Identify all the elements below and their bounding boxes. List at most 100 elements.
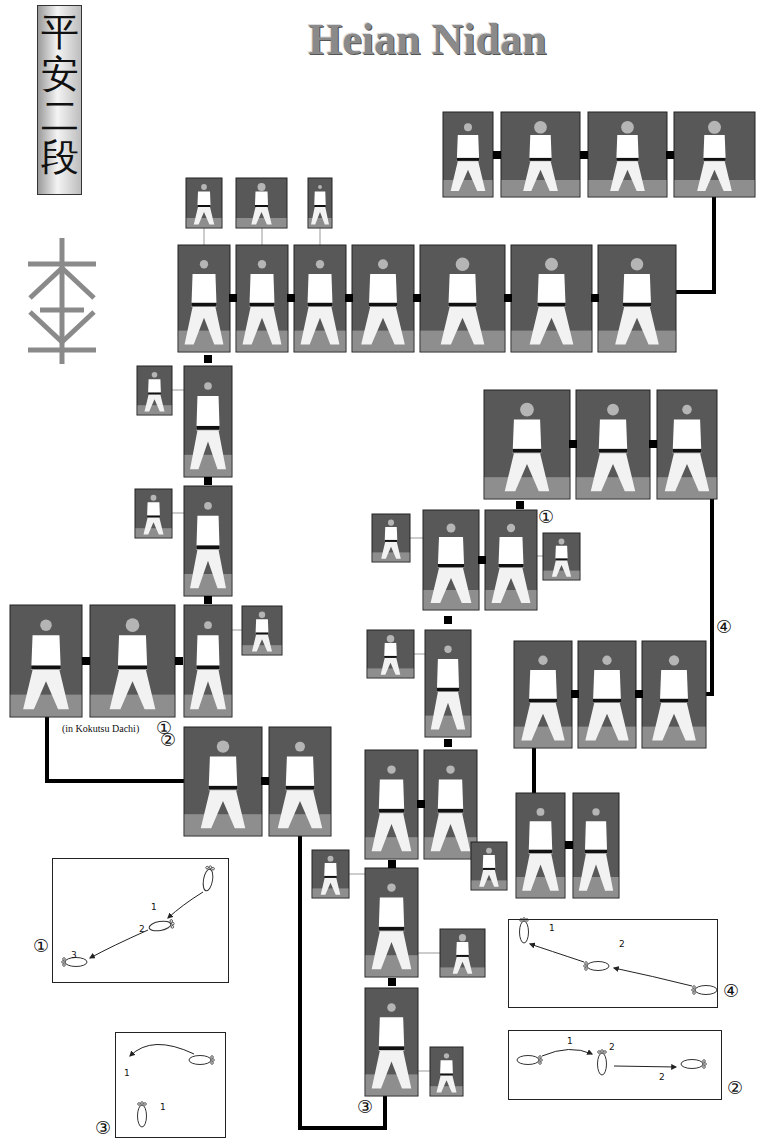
kata-photo	[294, 245, 346, 352]
leader-line	[204, 228, 205, 245]
step-arrow	[614, 1066, 676, 1067]
joint-square	[261, 777, 269, 785]
joint-square	[569, 440, 577, 448]
kata-photo	[184, 486, 232, 596]
callout-number: ③	[357, 1098, 373, 1116]
kata-photo	[424, 750, 477, 859]
step-arrow	[90, 930, 148, 958]
leader-line	[410, 538, 423, 539]
footwork-box: ②122	[508, 1030, 722, 1100]
kata-photo	[184, 605, 232, 717]
kata-photo	[269, 727, 331, 836]
sequence-line	[676, 197, 714, 292]
joint-square	[229, 294, 237, 302]
callout-number: ③	[95, 1119, 111, 1137]
joint-square	[175, 657, 183, 665]
footprint	[520, 918, 529, 943]
joint-square	[666, 151, 674, 159]
joint-square	[493, 151, 501, 159]
step-arrow	[542, 1049, 592, 1056]
joint-square	[287, 294, 295, 302]
step-arrow	[130, 1044, 194, 1056]
step-arrow	[530, 944, 584, 962]
joint-square	[635, 690, 643, 698]
kata-photo	[423, 510, 479, 610]
leader-line	[262, 228, 263, 245]
sequence-line	[47, 717, 184, 781]
step-arrow	[614, 968, 692, 986]
step-number: 2	[659, 1073, 665, 1082]
leader-line	[414, 654, 425, 655]
joint-square	[204, 355, 212, 363]
leader-line	[349, 874, 365, 875]
kata-photo	[543, 533, 580, 580]
joint-square	[478, 556, 486, 564]
kata-photo	[516, 793, 565, 898]
joint-squares	[82, 151, 674, 986]
leader-line	[418, 953, 440, 954]
kata-photo	[352, 245, 414, 352]
footprint	[598, 1050, 607, 1075]
kata-photo	[135, 489, 172, 538]
step-number: 1	[160, 1103, 166, 1112]
kata-photo	[236, 245, 288, 352]
kata-photo	[10, 605, 82, 717]
kanji-title: 平安二段	[41, 12, 79, 179]
kata-photo	[642, 641, 706, 748]
joint-square	[82, 657, 90, 665]
joint-square	[591, 294, 599, 302]
step-number: 1	[567, 1037, 573, 1046]
step-number: 3	[71, 951, 77, 960]
leader-line	[537, 556, 543, 557]
kata-photo	[674, 112, 755, 197]
sequence-line	[706, 499, 712, 694]
footprint	[189, 1056, 214, 1065]
kata-photo	[236, 178, 287, 228]
embusen-symbol	[28, 238, 96, 364]
kata-photo	[365, 750, 418, 859]
joint-square	[516, 501, 524, 509]
callout-number: ④	[723, 982, 739, 1000]
kata-photo	[420, 245, 505, 352]
joint-square	[388, 860, 396, 868]
kata-photo	[425, 630, 471, 737]
joint-square	[649, 440, 657, 448]
kata-photo	[501, 112, 580, 197]
kata-photo	[365, 868, 418, 977]
kata-photo	[588, 112, 667, 197]
callout-number: ④	[716, 618, 732, 636]
joint-square	[345, 294, 353, 302]
footprint	[138, 1102, 147, 1127]
kata-photo	[443, 112, 493, 197]
sequence-lines	[47, 197, 714, 1128]
footwork-box: ③11	[115, 1032, 226, 1138]
kata-photo	[308, 178, 332, 228]
kata-photo	[430, 1047, 463, 1096]
step-number: 1	[151, 903, 157, 912]
footprint	[692, 986, 717, 995]
kata-photo	[90, 605, 175, 717]
kata-photo	[242, 606, 282, 655]
joint-square	[580, 151, 588, 159]
joint-square	[204, 596, 212, 604]
kata-photo	[312, 850, 349, 898]
step-number: 2	[139, 925, 145, 934]
leader-line	[172, 390, 184, 391]
footprint	[517, 1056, 542, 1065]
stance-note: (in Kokutsu Dachi)	[62, 724, 139, 734]
kata-photo	[186, 178, 222, 228]
kata-photo	[511, 245, 592, 352]
footwork-box: ④12	[508, 919, 718, 1008]
kata-photo	[184, 727, 262, 836]
kata-photo	[372, 514, 410, 562]
step-number: 2	[609, 1043, 615, 1052]
leader-line	[418, 1071, 430, 1072]
kata-photo	[184, 366, 232, 477]
footwork-box: ①123	[52, 858, 229, 983]
kanji-plate: 平安二段	[37, 5, 82, 195]
kata-photo	[578, 641, 636, 748]
joint-square	[444, 616, 452, 624]
kata-photo	[514, 641, 572, 748]
sequence-line	[532, 748, 536, 793]
